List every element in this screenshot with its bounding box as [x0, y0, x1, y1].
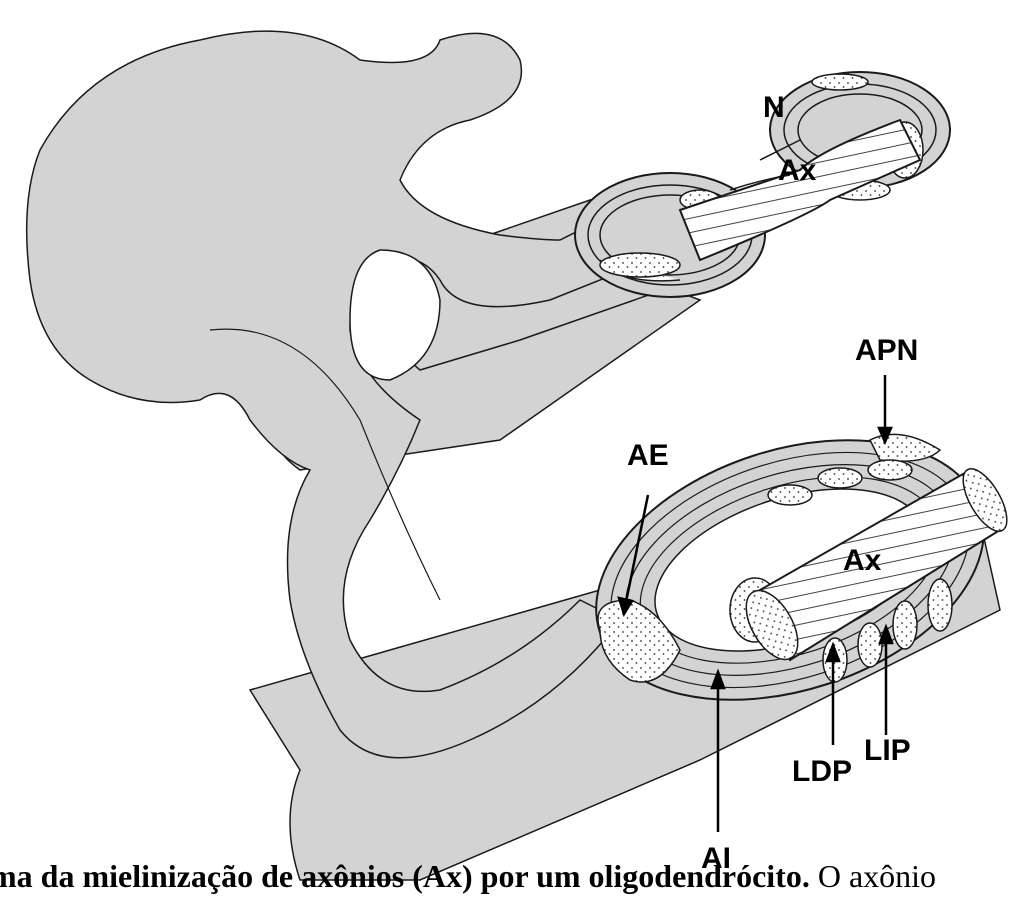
- label-ax-top: Ax: [778, 154, 817, 187]
- label-ldp: LDP: [792, 755, 852, 788]
- label-n: N: [763, 91, 785, 124]
- label-apn: APN: [855, 334, 918, 367]
- label-ax-bottom: Ax: [843, 544, 882, 577]
- caption-bold: ma da mielinização de axônios (Ax) por u…: [0, 858, 810, 894]
- label-ae: AE: [627, 439, 669, 472]
- label-lip: LIP: [864, 734, 911, 767]
- caption-line-2: [0, 897, 1001, 917]
- figure-caption: ma da mielinização de axônios (Ax) por u…: [0, 858, 1001, 895]
- caption-rest: O axônio: [810, 858, 936, 894]
